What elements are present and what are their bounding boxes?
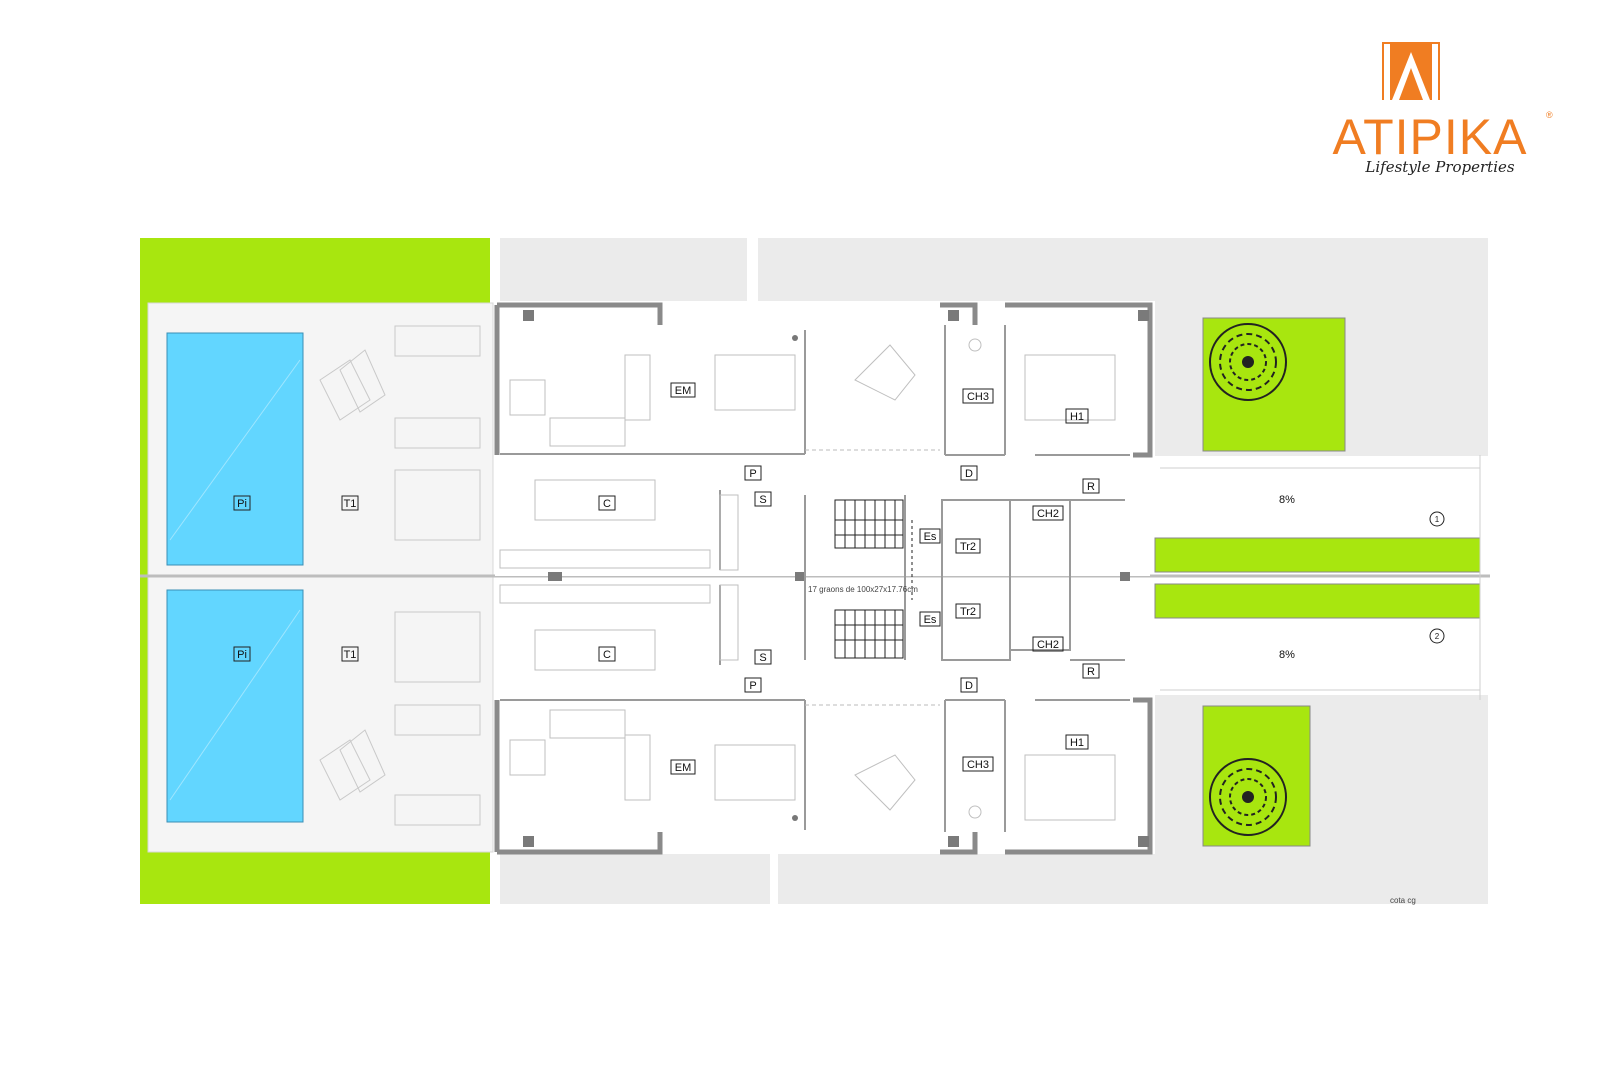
label-living: EM	[675, 385, 692, 397]
paving-bottom-right	[778, 854, 1488, 904]
label-bathroom-small: CH3	[967, 391, 989, 403]
room-labels-top: Pi T1 EM C P S D CH3 H1 R CH2 Tr2 Es 8% …	[233, 382, 1445, 554]
building-top	[495, 303, 1150, 576]
ramp-strip-bottom	[1154, 583, 1481, 619]
label-pool: Pi	[237, 498, 247, 510]
label-storage: S	[759, 494, 766, 506]
label-utility: R	[1087, 481, 1095, 493]
lawn-left-side	[140, 238, 148, 904]
planter-bottom	[1202, 705, 1311, 847]
label-ramp-slope: 8%	[1279, 649, 1295, 661]
tree-icon	[1209, 323, 1287, 401]
tree-icon	[1209, 758, 1287, 836]
label-corridor: P	[749, 468, 756, 480]
label-ramp-slope: 8%	[1279, 494, 1295, 506]
stairs	[834, 499, 913, 659]
label-stairs: Es	[924, 531, 937, 543]
paving-bottom	[500, 854, 770, 904]
label-landing: D	[965, 680, 973, 692]
label-bathroom: CH2	[1037, 508, 1059, 520]
label-kitchen: C	[603, 498, 611, 510]
label-utility: R	[1087, 666, 1095, 678]
pool-top	[166, 332, 304, 566]
label-unit-number: 1	[1435, 515, 1440, 524]
pool-bottom	[166, 589, 304, 823]
logo-tagline: Lifestyle Properties	[1365, 158, 1515, 176]
columns	[523, 310, 1149, 847]
label-bedroom: H1	[1070, 737, 1084, 749]
label-pool: Pi	[237, 649, 247, 661]
lawn-left-top	[140, 238, 490, 303]
label-living: EM	[675, 762, 692, 774]
label-bathroom: CH2	[1037, 639, 1059, 651]
atipika-logo: ATIPIKA ® Lifestyle Properties	[1300, 38, 1560, 188]
terrace-furniture	[319, 325, 481, 826]
label-terrace: T1	[344, 649, 357, 661]
label-bedroom: H1	[1070, 411, 1084, 423]
paving-top-right	[758, 238, 1488, 301]
paving-top	[500, 238, 747, 301]
building-bottom	[495, 578, 1150, 854]
label-stairs: Es	[924, 614, 937, 626]
label-terrace: T1	[344, 498, 357, 510]
room-labels-bottom: Pi T1 EM C P S D CH3 H1 R CH2 Tr2 Es 8% …	[233, 603, 1445, 775]
level-note: cota cg	[1390, 896, 1416, 905]
planter-top	[1202, 317, 1346, 452]
label-landing: D	[965, 468, 973, 480]
label-unit-number: 2	[1435, 632, 1440, 641]
partitions	[500, 325, 1130, 832]
label-bathroom-small: CH3	[967, 759, 989, 771]
registered-mark: ®	[1546, 110, 1553, 120]
lawn-left-bottom	[140, 852, 490, 904]
walls	[494, 302, 1153, 855]
label-storeroom: Tr2	[960, 606, 976, 618]
logo-brand-text: ATIPIKA	[1332, 109, 1528, 165]
label-corridor: P	[749, 680, 756, 692]
logo-mark-icon	[1382, 42, 1440, 100]
label-storeroom: Tr2	[960, 541, 976, 553]
label-storage: S	[759, 652, 766, 664]
furniture	[499, 338, 1116, 821]
stair-note: 17 graons de 100x27x17.76cm	[808, 585, 918, 594]
ramp-strip-top	[1154, 537, 1481, 573]
label-kitchen: C	[603, 649, 611, 661]
